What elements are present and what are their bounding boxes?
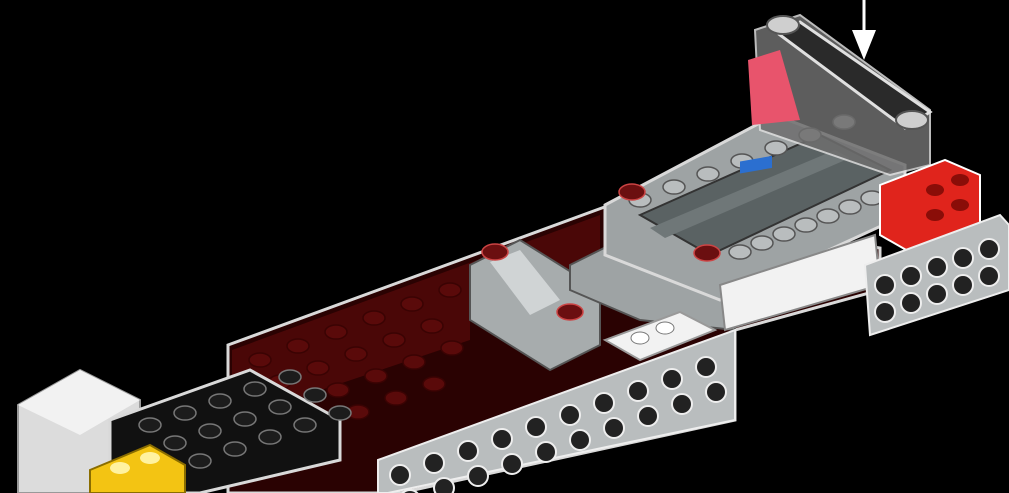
- technic-hole: [696, 357, 716, 377]
- technic-hole: [526, 417, 546, 437]
- black-stud: [294, 418, 316, 432]
- technic-hole: [424, 453, 444, 473]
- black-stud: [329, 406, 351, 420]
- chassis-stud: [327, 383, 349, 397]
- technic-hole: [594, 393, 614, 413]
- chassis-stud: [365, 369, 387, 383]
- chassis-stud: [287, 339, 309, 353]
- chassis-stud: [421, 319, 443, 333]
- technic-hole: [927, 257, 947, 277]
- black-stud: [174, 406, 196, 420]
- technic-hole: [901, 266, 921, 286]
- black-stud: [234, 412, 256, 426]
- technic-hole: [468, 466, 488, 486]
- technic-hole: [979, 239, 999, 259]
- black-stud: [259, 430, 281, 444]
- technic-hole: [536, 442, 556, 462]
- technic-hole: [901, 293, 921, 313]
- gray-stud: [697, 167, 719, 181]
- chassis-stud: [423, 377, 445, 391]
- technic-hole: [560, 405, 580, 425]
- gray-stud: [795, 218, 817, 232]
- black-stud: [164, 436, 186, 450]
- black-stud: [279, 370, 301, 384]
- technic-hole: [979, 266, 999, 286]
- technic-hole: [662, 369, 682, 389]
- gray-stud: [817, 209, 839, 223]
- chassis-stud: [439, 283, 461, 297]
- chassis-stud: [383, 333, 405, 347]
- technic-hole: [875, 302, 895, 322]
- technic-hole: [492, 429, 512, 449]
- black-stud: [269, 400, 291, 414]
- gray-stud: [663, 180, 685, 194]
- black-stud: [224, 442, 246, 456]
- gray-stud: [729, 245, 751, 259]
- chassis-stud: [403, 355, 425, 369]
- gray-stud: [773, 227, 795, 241]
- black-stud: [189, 454, 211, 468]
- technic-hole: [434, 478, 454, 493]
- black-stud: [244, 382, 266, 396]
- technic-hole: [638, 406, 658, 426]
- technic-hole: [502, 454, 522, 474]
- chassis-stud: [249, 353, 271, 367]
- black-stud: [139, 418, 161, 432]
- chassis-stud: [401, 297, 423, 311]
- technic-hole: [953, 248, 973, 268]
- black-stud: [209, 394, 231, 408]
- technic-hole: [390, 465, 410, 485]
- technic-hole: [953, 275, 973, 295]
- chassis-stud: [307, 361, 329, 375]
- technic-hole: [875, 275, 895, 295]
- chassis-stud: [345, 347, 367, 361]
- chassis-stud: [441, 341, 463, 355]
- technic-hole: [604, 418, 624, 438]
- technic-hole: [458, 441, 478, 461]
- black-stud: [199, 424, 221, 438]
- gray-stud: [839, 200, 861, 214]
- chassis-stud: [385, 391, 407, 405]
- chassis-stud: [363, 311, 385, 325]
- technic-hole: [672, 394, 692, 414]
- gray-stud: [765, 141, 787, 155]
- chassis-stud: [325, 325, 347, 339]
- technic-hole: [927, 284, 947, 304]
- technic-hole: [628, 381, 648, 401]
- gray-stud: [751, 236, 773, 250]
- black-stud: [304, 388, 326, 402]
- technic-hole: [570, 430, 590, 450]
- technic-hole: [706, 382, 726, 402]
